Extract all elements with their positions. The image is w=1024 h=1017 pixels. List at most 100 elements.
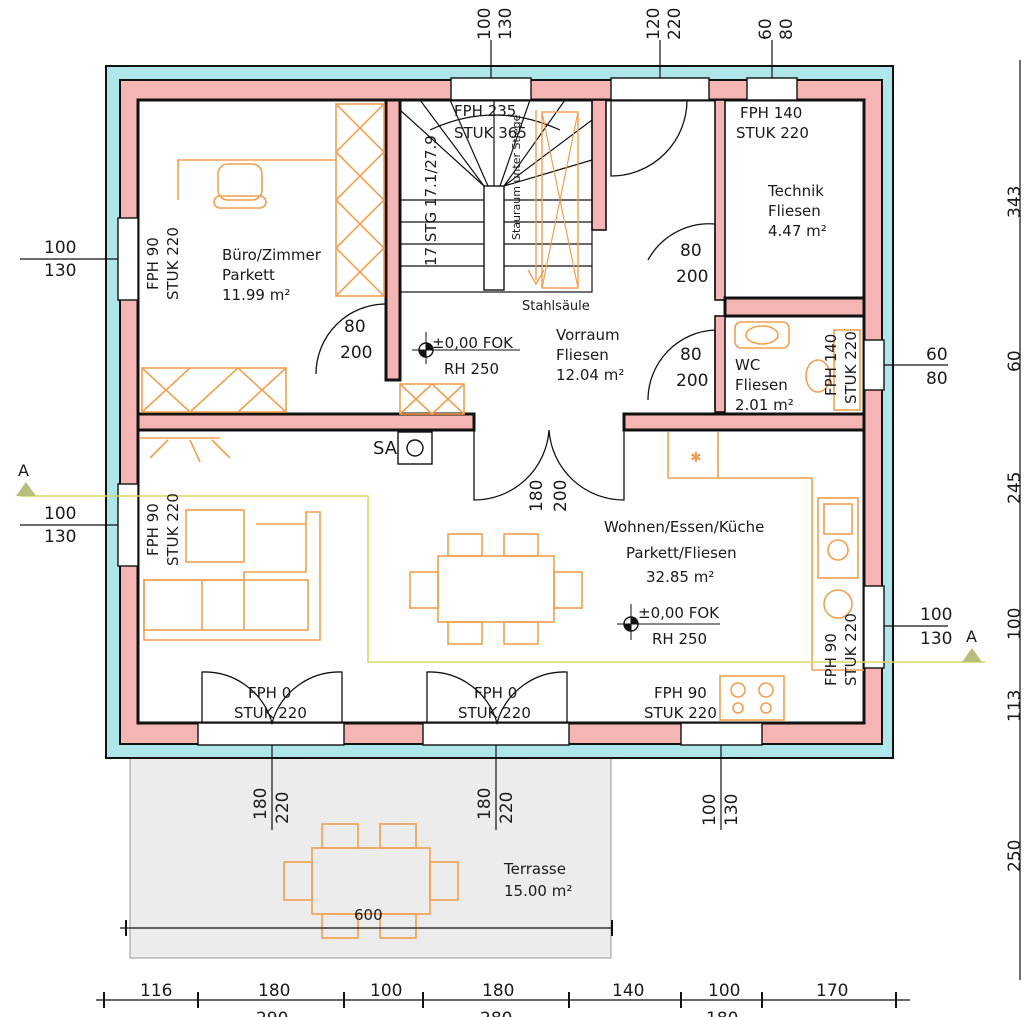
door-entrance-top[interactable] (610, 99, 688, 177)
dimension-ticks (103, 920, 897, 1008)
door-office[interactable] (315, 303, 387, 380)
door-living-double[interactable] (473, 429, 625, 501)
office-win-fph: FPH 90 (144, 237, 162, 290)
wc-fixtures (734, 321, 861, 411)
dim-right-2: 245 (1005, 472, 1024, 504)
living-win-left-h: 130 (44, 527, 76, 547)
office-floor: Parkett (222, 266, 275, 284)
top-window-1 (450, 77, 532, 101)
section-mark-right: A (966, 627, 977, 646)
wall-office-living (136, 412, 476, 432)
living-win-right-h: 130 (920, 629, 952, 649)
dim-bottom-4: 140 (612, 981, 644, 1001)
stair-steps: 17 STG 17.1/27.9 (422, 135, 440, 266)
door-office-h: 200 (340, 343, 372, 363)
dim-bottom-1: 180 (258, 981, 290, 1001)
top-win2-h: 220 (665, 8, 685, 40)
stair-fph: FPH 235 (454, 102, 516, 120)
door-left-stuk: STUK 220 (234, 704, 307, 722)
dim-bottom-0: 116 (140, 981, 172, 1001)
terrace-table (283, 823, 459, 939)
top-win1-h: 130 (496, 8, 516, 40)
dim-right-5: 250 (1005, 840, 1024, 872)
wc-win-w: 60 (926, 345, 948, 365)
terrace-width: 600 (354, 906, 383, 924)
dining-table (409, 533, 583, 645)
door-left-fph: FPH 0 (248, 684, 291, 702)
section-line (16, 482, 985, 663)
door-wc-h: 200 (676, 371, 708, 391)
stove (140, 431, 433, 465)
door-tech-h: 200 (676, 267, 708, 287)
door-mid-w: 180 (475, 788, 495, 820)
terrace-name: Terrasse (503, 860, 566, 878)
door-terrace-mid[interactable] (426, 671, 568, 726)
dim-right-0: 343 (1005, 186, 1024, 218)
level-marker-hall (412, 332, 520, 364)
svg-text:✱: ✱ (690, 450, 702, 466)
office-desk (177, 159, 336, 209)
door-left-w: 180 (251, 788, 271, 820)
tech-name: Technik (767, 182, 824, 200)
door-living-h: 200 (551, 480, 571, 512)
dim-right-1: 60 (1005, 350, 1024, 372)
office-window (117, 217, 139, 301)
wc-name: WC (735, 356, 760, 374)
wall-office-stair (384, 98, 402, 382)
dim-bottom-6: 170 (816, 981, 848, 1001)
stair-column-label: Stahlsäule (522, 299, 590, 314)
living-win-left-w: 100 (44, 504, 76, 524)
dimension-leaders (20, 40, 1021, 1001)
section-mark-left: A (18, 461, 29, 480)
hall-floor: Fliesen (556, 346, 609, 364)
bottom-window (680, 722, 763, 746)
bottom-win-w: 100 (700, 794, 720, 826)
door-office-w: 80 (344, 317, 366, 337)
living-name: Wohnen/Essen/Küche (604, 518, 764, 536)
living-win-right-stuk: STUK 220 (842, 613, 860, 686)
living-win-left-stuk: STUK 220 (164, 493, 182, 566)
office-win-stuk: STUK 220 (164, 227, 182, 300)
door-wc[interactable] (647, 329, 716, 410)
stove-label: SA (373, 438, 398, 459)
living-sofa (143, 509, 321, 641)
bottom-win-stuk: STUK 220 (644, 704, 717, 722)
door-terrace-left[interactable] (201, 671, 343, 726)
top-window-2 (610, 77, 710, 101)
living-win-right-w: 100 (920, 605, 952, 625)
tech-stuk: STUK 220 (736, 124, 809, 142)
door-left-h: 220 (273, 792, 293, 824)
living-floor: Parkett/Fliesen (626, 544, 737, 562)
wc-floor: Fliesen (735, 376, 788, 394)
office-win-h: 130 (44, 261, 76, 281)
wall-tech-bottom (723, 296, 866, 318)
tech-area: 4.47 m² (768, 222, 827, 240)
door-tech[interactable] (647, 223, 716, 298)
kitchen-counter: ✱ (667, 432, 864, 721)
terrace-area (129, 757, 612, 959)
dim-right-3: 100 (1005, 608, 1024, 640)
wc-win-stuk: STUK 220 (842, 331, 860, 404)
wc-area: 2.01 m² (735, 396, 794, 414)
wall-wc-left (714, 315, 726, 413)
door-mid-h: 220 (497, 792, 517, 824)
tech-floor: Fliesen (768, 202, 821, 220)
top-win1-w: 100 (475, 8, 495, 40)
level-marker-living (617, 604, 720, 640)
dim-bottom2-2: 180 (706, 1009, 738, 1017)
door-mid-fph: FPH 0 (474, 684, 517, 702)
dim-bottom-2: 100 (370, 981, 402, 1001)
staircase (399, 99, 593, 293)
wall-stair-hall (591, 99, 607, 231)
wc-win-h: 80 (926, 369, 948, 389)
terrace-area-label: 15.00 m² (504, 882, 572, 900)
dim-bottom-5: 100 (708, 981, 740, 1001)
office-shelving (141, 103, 465, 416)
hall-rh: RH 250 (444, 360, 499, 378)
living-win-left-fph: FPH 90 (144, 503, 162, 556)
office-area: 11.99 m² (222, 286, 290, 304)
top-win3-h: 80 (777, 18, 797, 40)
top-win2-w: 120 (644, 8, 664, 40)
bottom-win-fph: FPH 90 (654, 684, 707, 702)
